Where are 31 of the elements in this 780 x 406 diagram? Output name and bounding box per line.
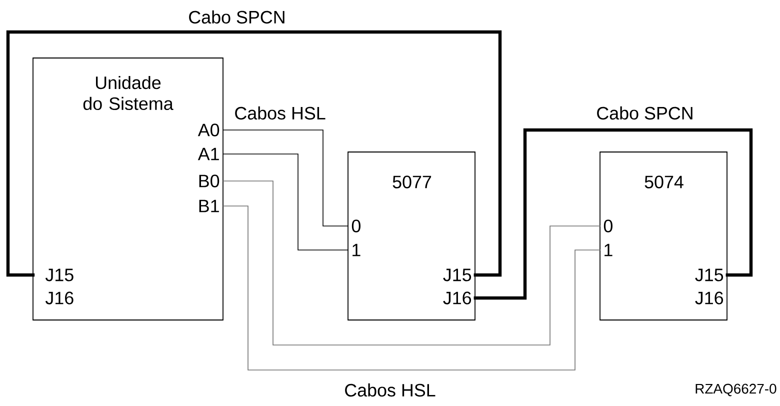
port-label: B0: [199, 174, 220, 188]
cable: [223, 180, 600, 346]
port-label: A1: [198, 148, 219, 160]
unit-title: Unidade do Sistema: [83, 76, 174, 110]
port-label: J16: [45, 292, 74, 304]
figure-code: RZAQ6627-0: [696, 384, 776, 396]
port-label: J15: [443, 268, 472, 282]
port-label: 1: [352, 244, 360, 256]
cable: [223, 154, 348, 250]
power-cable: [6, 30, 502, 277]
port-label: J16: [443, 292, 472, 304]
port-label: B1: [199, 200, 219, 212]
unit-title: 5074: [644, 176, 684, 188]
cable: [223, 130, 348, 226]
port-label: 1: [604, 244, 612, 256]
edge-label: Cabos HSL: [343, 382, 437, 398]
port-label: A0: [198, 124, 220, 136]
cable: [223, 206, 600, 370]
unit-box: [600, 152, 728, 320]
unit-title: 5077: [392, 176, 432, 188]
port-label: J15: [45, 268, 74, 282]
edge-label: Cabos HSL: [233, 105, 327, 121]
port-label: 0: [604, 220, 612, 232]
power-cable: [474, 128, 753, 300]
port-label: 0: [352, 220, 360, 232]
unit-box: [348, 152, 476, 320]
edge-label: Cabo SPCN: [595, 105, 695, 121]
edge-label: Cabo SPCN: [187, 9, 287, 25]
unit-box: [32, 58, 224, 320]
port-label: J15: [695, 268, 724, 282]
port-label: J16: [695, 292, 724, 304]
